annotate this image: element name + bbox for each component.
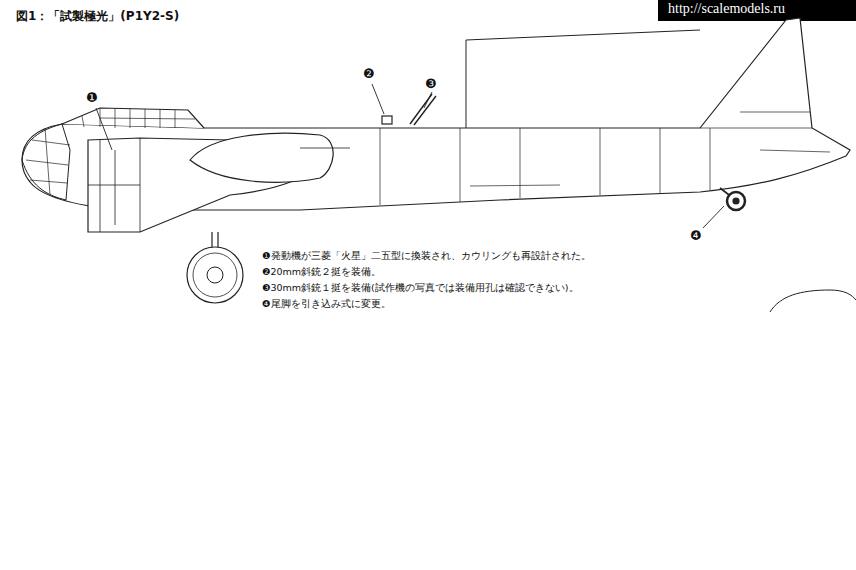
callout-number: ❸ (425, 76, 437, 92)
leader-line (96, 84, 724, 228)
canopy (62, 108, 204, 128)
wing-root (190, 133, 333, 182)
note-text: ❶発動機が三菱「火星」二五型に換装され、カウリングも再設計された。 (262, 250, 591, 261)
callout-number: ❹ (690, 228, 702, 244)
callout-number: ❶ (86, 90, 98, 106)
watermark: http://scalemodels.ru (668, 1, 785, 18)
partial-view (770, 290, 856, 312)
gun-20mm (382, 116, 392, 124)
note-text: ❷20mm斜銃２挺を装備。 (262, 266, 381, 277)
figure-title: 図1：「試製極光」(P1Y2-S) (16, 9, 179, 23)
tail-wheel (727, 192, 745, 210)
note-text: ❸30mm斜銃１挺を装備(試作機の写真では装備用孔は確認できない)。 (262, 282, 579, 293)
callout-number: ❷ (363, 66, 375, 82)
gun-30mm (410, 94, 436, 125)
note-text: ❹尾脚を引き込み式に変更。 (262, 298, 391, 309)
nose-glazing (22, 124, 70, 200)
wing-outline (466, 30, 700, 136)
main-wheel (187, 247, 243, 303)
